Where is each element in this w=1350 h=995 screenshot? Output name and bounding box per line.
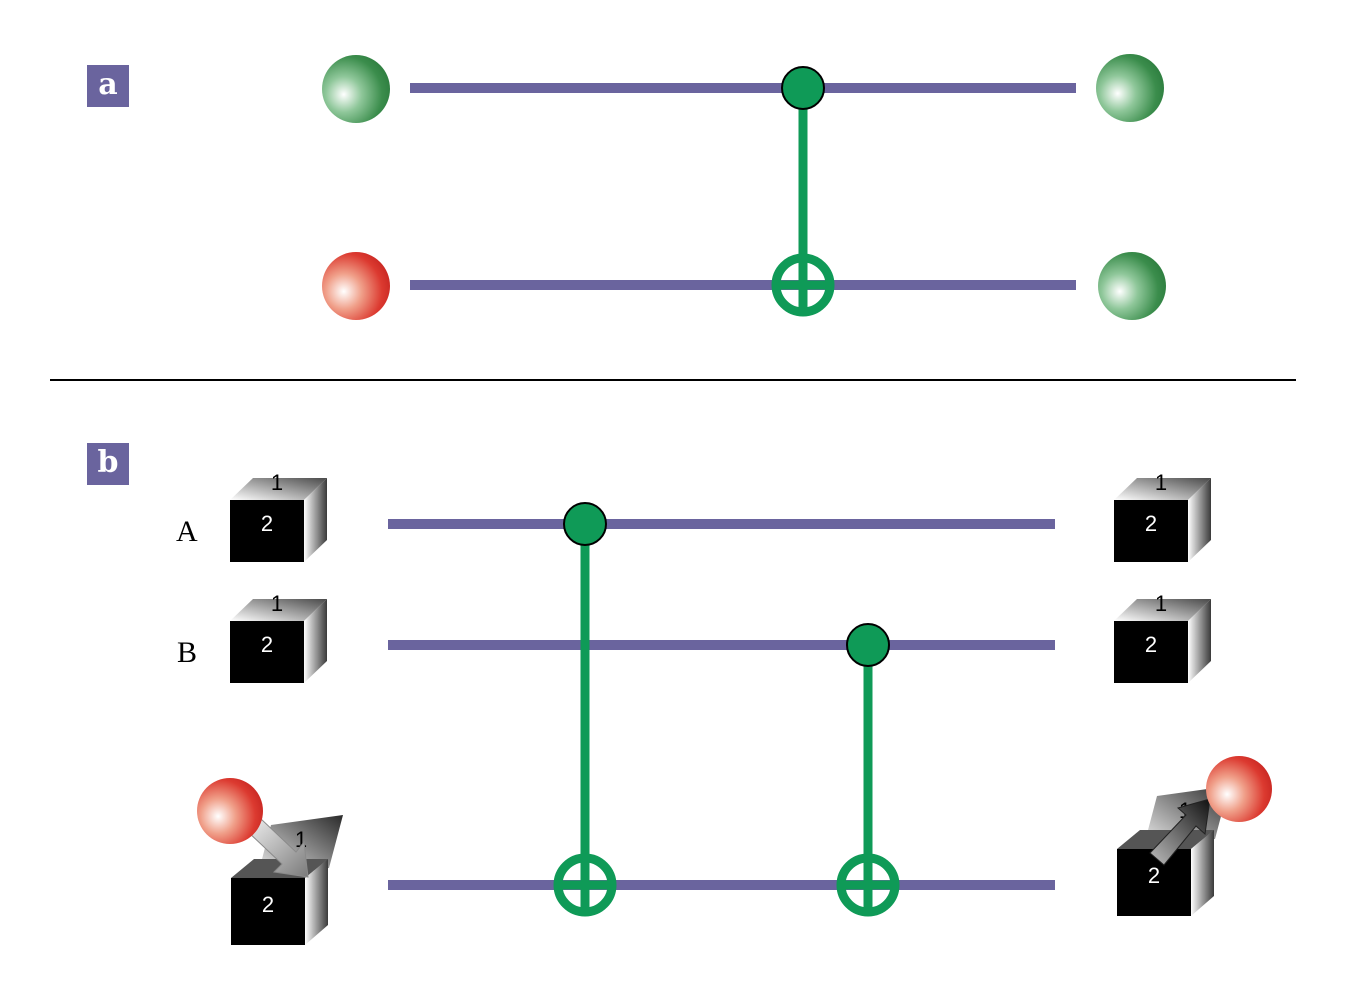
red-qubit-sphere-icon — [1206, 756, 1272, 822]
closed-box-icon: 2 1 — [230, 470, 327, 562]
green-qubit-sphere-icon — [1098, 252, 1166, 320]
panel-b-tag: b — [87, 443, 129, 485]
svg-text:2: 2 — [1145, 511, 1157, 536]
panel-b: 2 1 2 1 2 1 2 1 1 — [197, 470, 1272, 945]
row-label-b: B — [177, 636, 198, 669]
cnot-target-icon — [836, 853, 900, 917]
arrow-out-of-box-icon — [1149, 798, 1211, 866]
closed-box-icon: 2 1 — [1114, 591, 1211, 683]
closed-box-icon: 2 1 — [1114, 470, 1211, 562]
cnot-control-dot-icon — [846, 623, 890, 667]
red-qubit-sphere-icon — [322, 252, 390, 320]
svg-text:2: 2 — [1145, 632, 1157, 657]
row-label-a: A — [176, 515, 198, 548]
arrow-into-box-icon — [245, 817, 309, 878]
svg-text:2: 2 — [261, 632, 273, 657]
panel-a-tag: a — [87, 65, 129, 107]
svg-text:1: 1 — [1155, 470, 1167, 495]
svg-text:1: 1 — [271, 470, 283, 495]
svg-text:2: 2 — [261, 511, 273, 536]
svg-text:1: 1 — [1155, 591, 1167, 616]
svg-text:2: 2 — [1148, 863, 1160, 888]
closed-box-icon: 2 1 — [230, 591, 327, 683]
svg-text:2: 2 — [262, 892, 274, 917]
panel-a — [322, 54, 1166, 320]
svg-text:1: 1 — [271, 591, 283, 616]
cnot-control-dot-icon — [563, 502, 607, 546]
cnot-target-icon — [771, 253, 835, 317]
cnot-target-icon — [553, 853, 617, 917]
green-qubit-sphere-icon — [322, 55, 390, 123]
green-qubit-sphere-icon — [1096, 54, 1164, 122]
red-qubit-sphere-icon — [197, 778, 263, 844]
cnot-control-dot-icon — [781, 66, 825, 110]
